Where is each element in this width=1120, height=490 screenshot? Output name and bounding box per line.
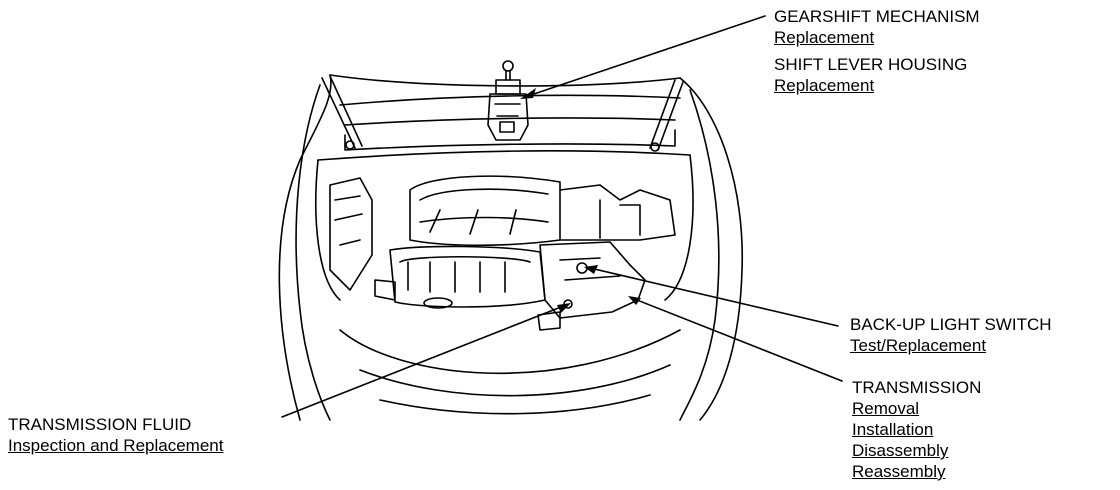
transmission-drawing <box>537 241 646 331</box>
callout-transmission-fluid: TRANSMISSION FLUID Inspection and Replac… <box>8 414 223 456</box>
link-transmission-installation[interactable]: Installation <box>852 420 934 439</box>
link-backup-switch-test-replacement[interactable]: Test/Replacement <box>850 336 987 355</box>
link-transmission-reassembly[interactable]: Reassembly <box>852 462 946 481</box>
callout-title: GEARSHIFT MECHANISM <box>774 7 980 26</box>
engine-drawing <box>329 175 676 309</box>
gearshift-mechanism-drawing <box>487 60 529 141</box>
callout-title: BACK-UP LIGHT SWITCH <box>850 315 1052 334</box>
link-gearshift-replacement[interactable]: Replacement <box>774 28 875 47</box>
callout-backup-light-switch: BACK-UP LIGHT SWITCH Test/Replacement <box>850 314 1052 356</box>
hood-opening <box>315 94 694 301</box>
callout-title: SHIFT LEVER HOUSING <box>774 55 968 74</box>
vehicle-body-outline <box>278 74 744 421</box>
link-shift-lever-replacement[interactable]: Replacement <box>774 76 875 95</box>
leader-lines <box>281 15 843 418</box>
arrowheads <box>520 88 641 313</box>
callout-shift-lever-housing: SHIFT LEVER HOUSING Replacement <box>774 54 967 96</box>
link-transmission-disassembly[interactable]: Disassembly <box>852 441 949 460</box>
hood-struts <box>321 75 684 152</box>
callout-title: TRANSMISSION <box>852 378 982 397</box>
callout-gearshift-mechanism: GEARSHIFT MECHANISM Replacement <box>774 6 980 48</box>
link-fluid-inspection-replacement[interactable]: Inspection and Replacement <box>8 436 224 455</box>
callout-transmission: TRANSMISSION Removal Installation Disass… <box>852 377 981 482</box>
link-transmission-removal[interactable]: Removal <box>852 399 920 418</box>
callout-title: TRANSMISSION FLUID <box>8 415 192 434</box>
